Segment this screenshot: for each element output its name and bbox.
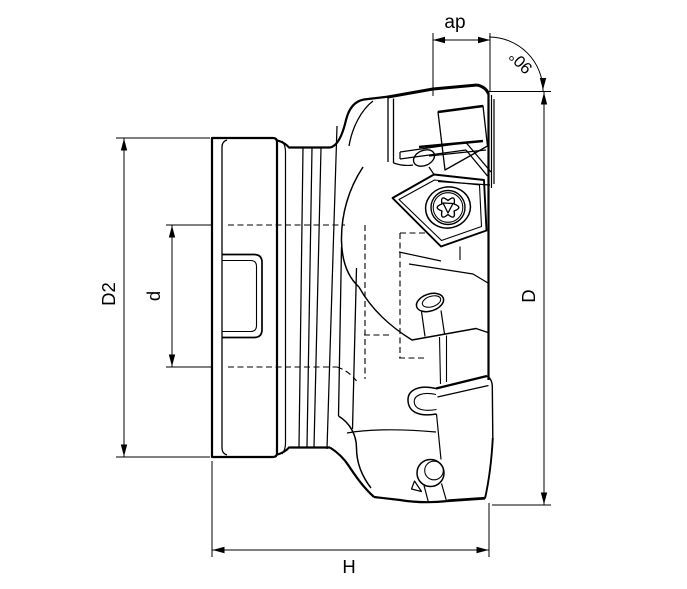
arrowhead <box>212 546 225 554</box>
hub-rear-cylinder <box>210 136 279 459</box>
label-D2: D2 <box>98 282 119 306</box>
arrowhead <box>478 36 490 44</box>
arrowhead <box>540 92 548 105</box>
arrowhead <box>120 444 128 457</box>
arrowhead <box>433 36 445 44</box>
cutter-head-outline <box>326 94 494 504</box>
arrowhead <box>540 492 548 505</box>
torx-star <box>436 197 460 218</box>
label-d: d <box>143 291 164 301</box>
flute-pocket-curves <box>337 166 489 489</box>
arrowhead <box>168 225 176 238</box>
top-insert <box>387 83 495 188</box>
label-D: D <box>518 289 539 302</box>
label-90-degrees: 90° <box>506 47 536 77</box>
hidden-lines <box>228 224 427 382</box>
torx-center <box>442 202 454 214</box>
label-H: H <box>342 556 355 577</box>
keyway <box>222 253 263 339</box>
torx-screw <box>424 186 472 229</box>
middle-pocket-rim <box>393 141 492 177</box>
arrowhead <box>168 354 176 367</box>
coolant-hole-middle <box>415 292 448 385</box>
arrowhead <box>120 138 128 151</box>
arrowhead <box>476 546 489 554</box>
dimension-d <box>166 224 212 368</box>
pocket-floor-lines <box>398 246 489 284</box>
label-ap: ap <box>444 12 465 33</box>
chip-flag <box>410 480 423 493</box>
arrowhead <box>539 78 547 90</box>
dimension-angle-90 <box>488 36 547 92</box>
coolant-hole-bottom <box>410 458 448 503</box>
dimension-D2 <box>116 137 210 458</box>
bottom-insert <box>407 374 494 502</box>
neck <box>275 138 330 457</box>
dimension-H <box>211 461 490 557</box>
clamp-screw-recess <box>412 149 436 167</box>
dimension-ap <box>432 33 491 96</box>
dimension-D <box>487 91 551 506</box>
middle-insert <box>391 173 488 248</box>
